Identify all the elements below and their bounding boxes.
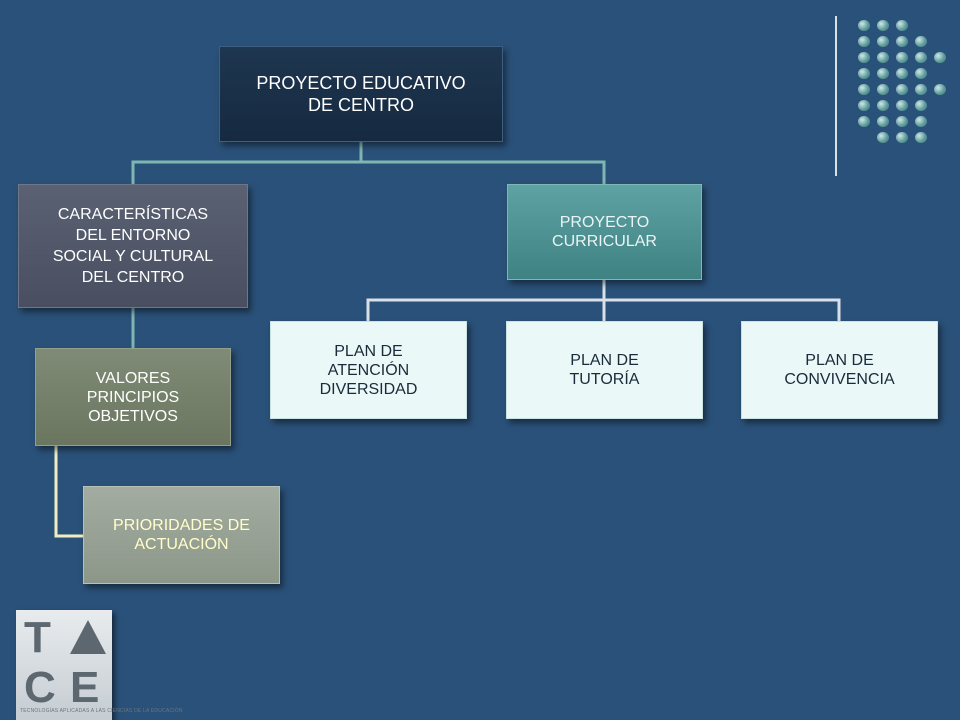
node-plan-convivencia: PLAN DE CONVIVENCIA — [741, 321, 938, 419]
decorative-dot — [896, 100, 908, 111]
logo-caption: TECNOLOGÍAS APLICADAS A LAS CIENCIAS DE … — [20, 708, 183, 714]
decorative-dot — [877, 84, 889, 95]
node-caracteristicas-entorno: CARACTERÍSTICAS DEL ENTORNO SOCIAL Y CUL… — [18, 184, 248, 308]
decorative-dot — [915, 100, 927, 111]
decorative-dot — [877, 100, 889, 111]
decorative-dot — [896, 84, 908, 95]
node-proyecto-educativo-label: PROYECTO EDUCATIVO DE CENTRO — [256, 73, 466, 115]
decorative-dot — [915, 132, 927, 143]
decorative-dot — [858, 100, 870, 111]
connector-valores-prioridades — [54, 446, 83, 538]
decorative-dot — [858, 20, 870, 31]
node-plan-convivencia-label: PLAN DE CONVIVENCIA — [784, 352, 895, 388]
node-proyecto-curricular: PROYECTO CURRICULAR — [507, 184, 702, 280]
node-prioridades: PRIORIDADES DE ACTUACIÓN — [83, 486, 280, 584]
decorative-dot — [858, 116, 870, 127]
decorative-dot — [877, 132, 889, 143]
decorative-dot — [858, 68, 870, 79]
node-proyecto-educativo: PROYECTO EDUCATIVO DE CENTRO — [219, 46, 503, 142]
node-valores: VALORES PRINCIPIOS OBJETIVOS — [35, 348, 231, 446]
decorative-dot — [858, 52, 870, 63]
decorative-divider-line — [835, 16, 837, 176]
decorative-dot — [915, 52, 927, 63]
decorative-dot — [896, 36, 908, 47]
decorative-dot — [877, 68, 889, 79]
logo-letter-t: T — [24, 613, 51, 662]
decorative-dot — [858, 36, 870, 47]
decorative-dot — [896, 20, 908, 31]
node-valores-label: VALORES PRINCIPIOS OBJETIVOS — [86, 369, 180, 425]
decorative-dot — [934, 84, 946, 95]
logo-letter-e: E — [70, 663, 100, 712]
decorative-dot — [877, 52, 889, 63]
node-plan-tutoria: PLAN DE TUTORÍA — [506, 321, 703, 419]
logo-letter-c: C — [24, 663, 56, 712]
decorative-dot — [915, 36, 927, 47]
decorative-dot — [877, 116, 889, 127]
connector-curricular-plans — [366, 280, 841, 321]
decorative-dot — [858, 84, 870, 95]
decorative-dot — [896, 68, 908, 79]
node-plan-atencion: PLAN DE ATENCIÓN DIVERSIDAD — [270, 321, 467, 419]
logo-triangle-icon — [70, 620, 106, 654]
decorative-dot — [915, 84, 927, 95]
decorative-dot — [896, 52, 908, 63]
connector-root-children — [131, 142, 606, 184]
decorative-dot — [934, 52, 946, 63]
node-plan-atencion-label: PLAN DE ATENCIÓN DIVERSIDAD — [319, 342, 418, 398]
decorative-dot — [896, 132, 908, 143]
node-prioridades-label: PRIORIDADES DE ACTUACIÓN — [113, 517, 250, 553]
decorative-dot — [915, 68, 927, 79]
decorative-dot — [877, 20, 889, 31]
node-plan-tutoria-label: PLAN DE TUTORÍA — [569, 352, 640, 388]
decorative-dot — [915, 116, 927, 127]
tace-logo: T C E TECNOLOGÍAS APLICADAS A LAS CIENCI… — [16, 610, 183, 720]
decorative-dot — [877, 36, 889, 47]
decorative-dot — [896, 116, 908, 127]
node-proyecto-curricular-label: PROYECTO CURRICULAR — [552, 214, 657, 250]
node-caracteristicas-entorno-label: CARACTERÍSTICAS DEL ENTORNO SOCIAL Y CUL… — [52, 206, 214, 286]
